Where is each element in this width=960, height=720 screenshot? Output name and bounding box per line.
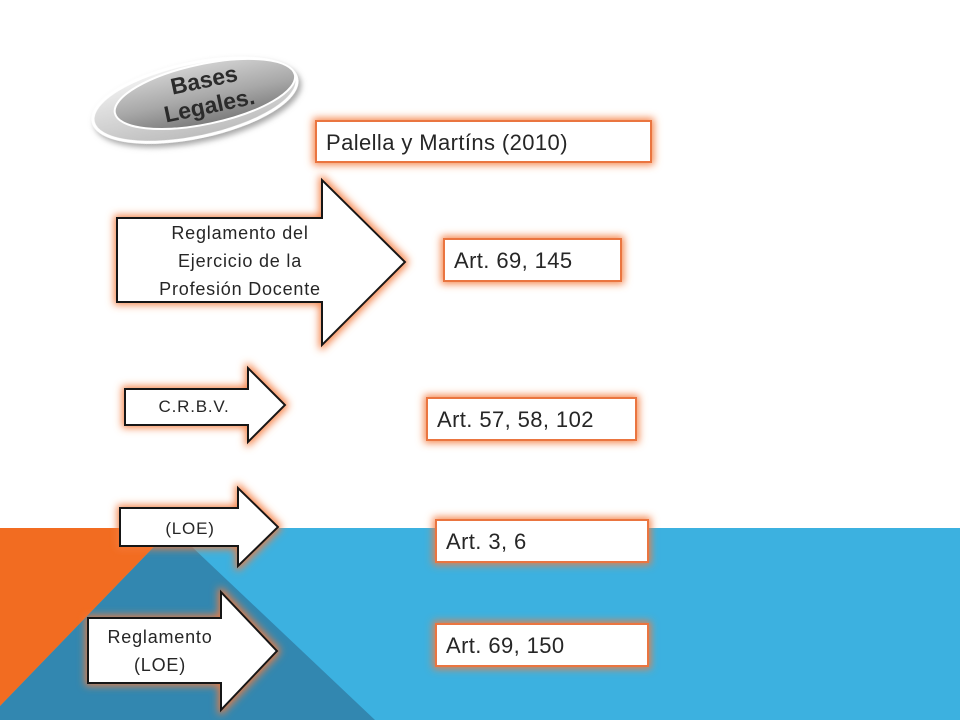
article-box-frame xyxy=(435,623,649,667)
article-box-3-6: Art. 3, 6 xyxy=(435,519,649,563)
arrow-label-line: Profesión Docente xyxy=(159,279,321,299)
source-box: Palella y Martíns (2010) xyxy=(315,120,652,163)
arrow-shape xyxy=(87,589,279,713)
bases-legales-badge: Bases Legales. xyxy=(91,56,299,144)
arrow-shape xyxy=(124,365,287,445)
arrow-crbv: C.R.B.V. xyxy=(124,365,287,445)
arrow-loe: (LOE) xyxy=(119,485,280,569)
article-box-69-150: Art. 69, 150 xyxy=(435,623,649,667)
article-box-label: Art. 69, 150 xyxy=(446,633,565,658)
arrow-label-line: (LOE) xyxy=(134,655,186,675)
article-box-frame xyxy=(426,397,637,441)
background-orange-corner xyxy=(0,528,172,706)
article-box-frame xyxy=(443,238,622,282)
arrow-shape xyxy=(119,485,280,569)
arrow-reglamento-ejercicio: Reglamento del Ejercicio de la Profesión… xyxy=(116,177,407,348)
article-box-frame xyxy=(435,519,649,563)
article-box-57-58-102: Art. 57, 58, 102 xyxy=(426,397,637,441)
article-box-label: Art. 69, 145 xyxy=(454,248,573,273)
arrow-label-line: Reglamento xyxy=(107,627,212,647)
source-box-label: Palella y Martíns (2010) xyxy=(326,130,568,155)
arrow-label-line: Ejercicio de la xyxy=(178,251,302,271)
arrow-label-line: C.R.B.V. xyxy=(159,397,230,416)
arrow-label-line: (LOE) xyxy=(165,519,214,538)
arrow-reglamento-loe: Reglamento (LOE) xyxy=(87,589,279,713)
badge-inner-shape xyxy=(113,57,297,130)
article-box-label: Art. 3, 6 xyxy=(446,529,527,554)
source-box-frame xyxy=(315,120,652,163)
arrow-label-line: Reglamento del xyxy=(171,223,308,243)
arrow-shape xyxy=(116,177,407,348)
article-box-69-145: Art. 69, 145 xyxy=(443,238,622,282)
article-box-label: Art. 57, 58, 102 xyxy=(437,407,594,432)
